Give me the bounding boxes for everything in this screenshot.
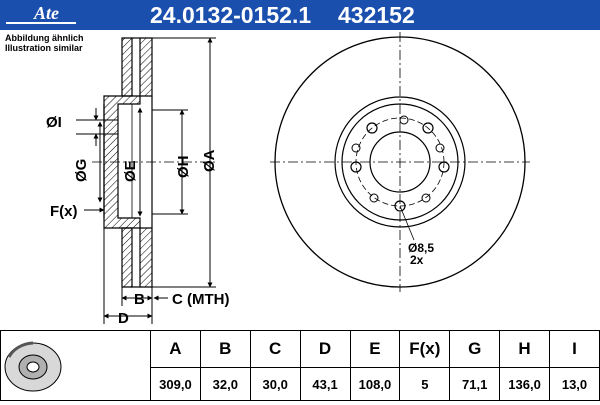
small-hole [435,143,445,153]
label-diameter-i: ØI [46,114,62,131]
label-diameter-g: ØG [73,159,90,182]
thumbnail-box [0,330,150,401]
part-number: 24.0132-0152.1 [150,2,312,28]
upper-ring-section-right [139,37,153,97]
small-hole [399,115,409,125]
hole-note: Ø8,5 2x [408,241,434,267]
hub-section [103,95,141,229]
small-hole [351,143,361,153]
logo-underline [6,22,76,24]
dimension-table: A B C D E F(x) G H I 309,0 32,0 30,0 43,… [150,330,600,401]
header-f: F(x) [399,330,451,368]
disc-thumbnail-icon [4,341,62,392]
label-c: C (MTH) [172,291,229,308]
bolt-hole [394,200,406,212]
header-h: H [499,330,550,368]
reference-number: 432152 [338,2,415,28]
hole-diameter-label: Ø8,5 [408,241,434,255]
dimension-labels: ØI ØG ØE ØH ØA F(x) B C (MTH) D [46,114,229,327]
value-i: 13,0 [549,367,600,401]
value-c: 30,0 [249,367,301,401]
disc-cross-section [92,37,215,288]
header-g: G [449,330,501,368]
disc-front-view [270,32,530,292]
bolt-hole [422,122,434,134]
illustration-note-en: Illustration similar [5,43,83,53]
label-d: D [118,310,129,327]
dimension-lines [76,37,216,324]
bolt-hole [350,161,362,173]
header-i: I [549,330,600,368]
value-h: 136,0 [499,367,550,401]
header-a: A [150,330,201,368]
label-diameter-a: ØA [201,149,218,172]
header-e: E [349,330,401,368]
value-g: 71,1 [449,367,501,401]
ate-logo: Ate [34,3,59,23]
table-header-row: A B C D E F(x) G H I [150,330,600,368]
upper-ring-section [121,37,133,97]
table-value-row: 309,0 32,0 30,0 43,1 108,0 5 71,1 136,0 … [150,367,600,401]
label-b: B [134,291,145,308]
value-a: 309,0 [150,367,201,401]
header-b: B [199,330,251,368]
small-hole [421,193,431,203]
label-diameter-e: ØE [122,160,139,182]
lower-ring-section-right [139,227,153,288]
header-bar [0,0,600,30]
header-d: D [299,330,351,368]
value-d: 43,1 [299,367,351,401]
header-c: C [249,330,301,368]
label-f: F(x) [50,203,78,220]
lower-ring-section [121,227,133,288]
value-e: 108,0 [349,367,401,401]
illustration-note-de: Abbildung ähnlich [5,33,84,43]
label-diameter-h: ØH [175,156,192,179]
small-hole [369,193,379,203]
bolt-hole [366,122,378,134]
value-b: 32,0 [199,367,251,401]
value-f: 5 [399,367,451,401]
hole-count-label: 2x [410,253,424,267]
bolt-hole [438,161,450,173]
